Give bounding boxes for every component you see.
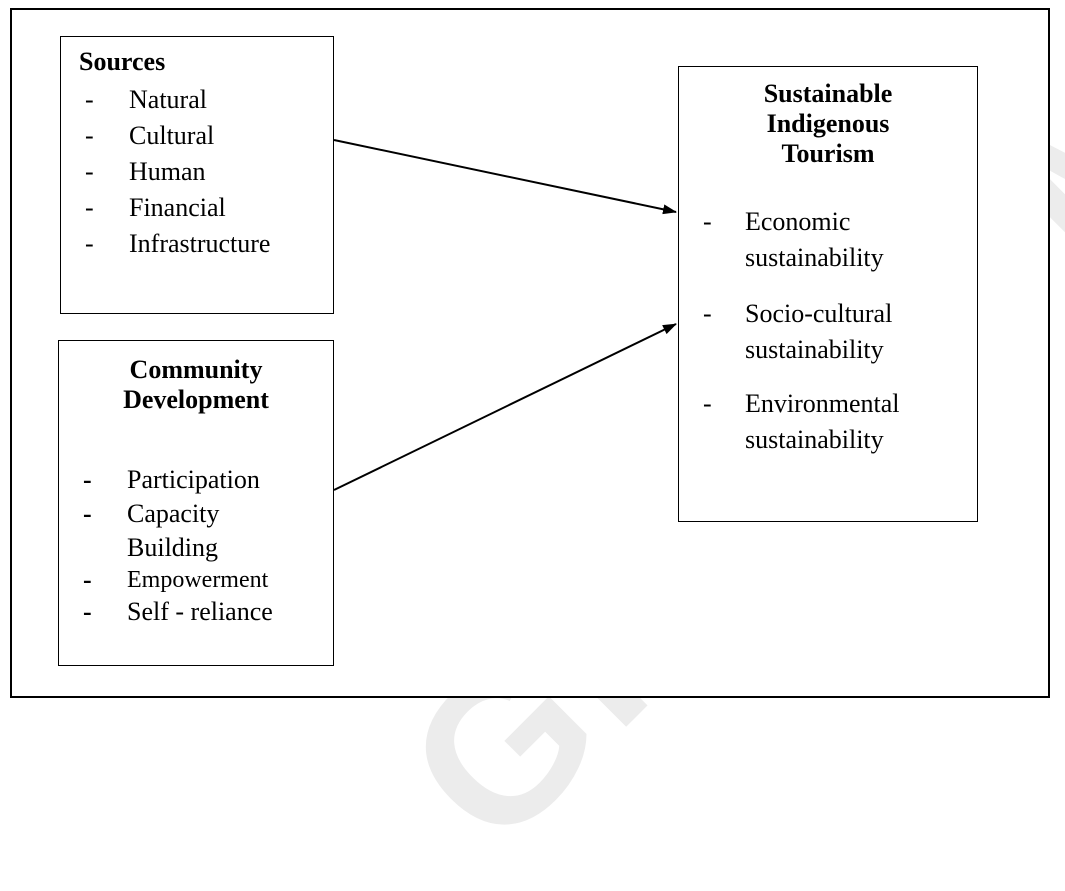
community-item-self-reliance: Self - reliance: [127, 597, 273, 626]
dash-marker: -: [83, 499, 92, 528]
community-title-line2: Development: [123, 385, 269, 414]
community-item-capacity: Capacity: [127, 499, 220, 528]
community-title: Community Development: [59, 355, 333, 415]
outcome-item-socio-cultural-line1: Socio-cultural: [745, 299, 893, 328]
outcome-item-socio-cultural-line2: sustainability: [745, 335, 884, 364]
sources-item-cultural: Cultural: [129, 121, 215, 150]
sustainable-indigenous-tourism-box: Sustainable Indigenous Tourism - Economi…: [678, 66, 978, 522]
sources-item-infrastructure: Infrastructure: [129, 229, 271, 258]
dash-marker: -: [83, 465, 92, 494]
community-item-participation: Participation: [127, 465, 260, 494]
outcome-title-line2: Indigenous: [766, 109, 890, 138]
dash-marker: -: [85, 121, 94, 150]
arrow-sources-to-tourism: [333, 139, 677, 215]
outcome-item-economic-line1: Economic: [745, 207, 851, 236]
community-title-line1: Community: [129, 355, 263, 384]
dash-marker: -: [703, 299, 712, 328]
outcome-title: Sustainable Indigenous Tourism: [679, 79, 977, 169]
dash-marker: -: [85, 157, 94, 186]
sources-item-financial: Financial: [129, 193, 226, 222]
arrow-community-to-tourism: [333, 323, 677, 491]
sources-item-natural: Natural: [129, 85, 207, 114]
outcome-item-environmental-line1: Environmental: [745, 389, 900, 418]
sources-title: Sources: [79, 47, 166, 76]
dash-marker: -: [703, 207, 712, 236]
community-development-box: Community Development - Participation - …: [58, 340, 334, 666]
dash-marker: -: [703, 389, 712, 418]
sources-box: Sources - Natural - Cultural - Human - F…: [60, 36, 334, 314]
outcome-item-environmental-line2: sustainability: [745, 425, 884, 454]
dash-marker: -: [83, 597, 92, 626]
sources-item-human: Human: [129, 157, 206, 186]
dash-marker: -: [85, 85, 94, 114]
dash-marker: -: [85, 193, 94, 222]
arrows-layer: [333, 139, 677, 491]
dash-marker: -: [83, 565, 92, 594]
community-item-empowerment: Empowerment: [127, 567, 269, 593]
outcome-title-line1: Sustainable: [763, 79, 893, 108]
dash-marker: -: [85, 229, 94, 258]
outcome-item-economic-line2: sustainability: [745, 243, 884, 272]
outcome-title-line3: Tourism: [781, 139, 875, 168]
community-item-building: Building: [127, 533, 219, 562]
diagram-frame: [10, 8, 1050, 698]
